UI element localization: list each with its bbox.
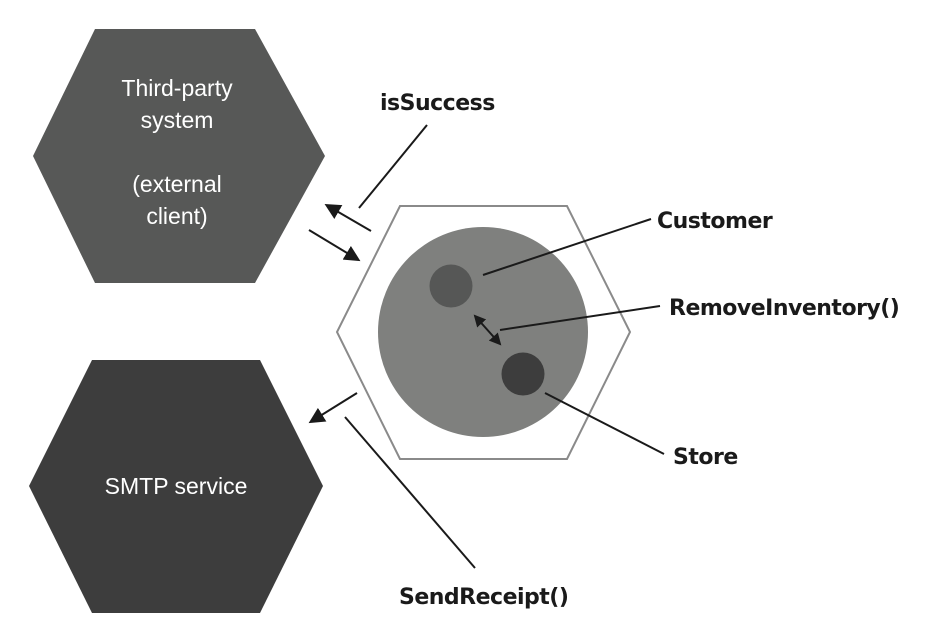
request-arrow-to-core [308, 229, 361, 262]
send-receipt-label: SendReceipt() [399, 585, 568, 610]
send-arrow-to-smtp [308, 392, 358, 424]
remove-inventory-label: RemoveInventory() [669, 296, 899, 321]
customer-label: Customer [657, 209, 773, 234]
response-arrow-to-third-party [324, 203, 372, 232]
store-label: Store [673, 445, 738, 470]
send-receipt-leader-line [344, 416, 476, 569]
domain-model-circle [378, 227, 588, 437]
third-party-label-line-2: system [141, 107, 214, 133]
store-leader-line [544, 392, 665, 455]
customer-entity-circle [429, 264, 473, 308]
third-party-hexagon [33, 29, 325, 283]
application-core [335, 205, 632, 460]
third-party-label-line-4: client) [146, 203, 207, 229]
smtp-hexagon [29, 360, 323, 613]
smtp-label: SMTP service [105, 473, 248, 499]
third-party-label-line-1: Third-party [121, 75, 233, 101]
remove-inventory-leader-line [499, 305, 661, 331]
is-success-label: isSuccess [380, 91, 495, 116]
store-entity-circle [501, 352, 545, 396]
third-party-label-line-3: (external [132, 171, 221, 197]
customer-leader-line [482, 218, 652, 276]
smtp-service-node: SMTP service [29, 360, 323, 613]
customer-store-interaction-arrow [473, 314, 502, 346]
third-party-system-node: Third-party system (external client) [33, 29, 325, 283]
is-success-leader-line [358, 124, 428, 209]
